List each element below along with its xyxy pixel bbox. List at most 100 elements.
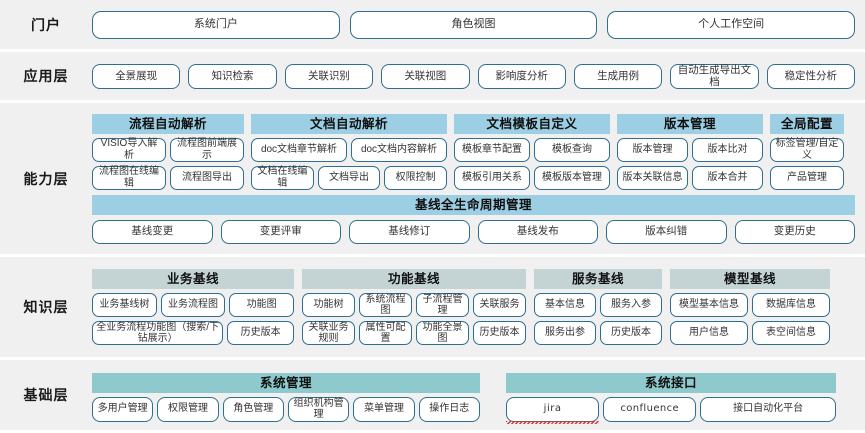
group-row: VISIO导入解析 流程图前端展示 (92, 137, 244, 162)
group-row: 功能树 系统流程图 子流程管理 关联服务 (302, 293, 526, 317)
row-body-application: 全景展现 知识检索 关联识别 关联视图 影响度分析 生成用例 自动生成导出文档 … (92, 63, 865, 89)
group-row: 模板章节配置 模板查询 (454, 137, 610, 162)
row-portal: 门户 系统门户 角色视图 个人工作空间 (0, 0, 865, 49)
knowledge-item[interactable]: 表空间信息 (752, 321, 830, 345)
knowledge-group-model: 模型基线 模型基本信息 数据库信息 用户信息 表空间信息 (670, 269, 830, 345)
baseline-item[interactable]: 基线发布 (477, 219, 598, 244)
capability-item[interactable]: 版本管理 (617, 137, 688, 162)
group-row: 版本关联信息 版本合并 (617, 165, 763, 190)
knowledge-item[interactable]: 模型基本信息 (670, 293, 748, 317)
knowledge-item[interactable]: 业务流程图 (160, 293, 226, 317)
capability-item[interactable]: 版本关联信息 (617, 165, 688, 190)
baseline-lifecycle-block: 基线全生命周期管理 基线变更 变更评审 基线修订 基线发布 版本纠错 变更历史 (92, 194, 855, 244)
capability-group-template: 文档模板自定义 模板章节配置 模板查询 模板引用关系 模板版本管理 (454, 113, 610, 190)
application-item[interactable]: 关联视图 (381, 63, 470, 89)
knowledge-item[interactable]: 关联业务规则 (302, 321, 355, 345)
group-row: 文档在线编辑 文档导出 权限控制 (251, 165, 448, 190)
application-item[interactable]: 影响度分析 (477, 63, 566, 89)
knowledge-item[interactable]: 用户信息 (670, 321, 748, 345)
portal-item[interactable]: 角色视图 (349, 10, 598, 39)
infrastructure-item-confluence[interactable]: confluence (603, 396, 697, 422)
knowledge-item[interactable]: 系统流程图 (359, 293, 412, 317)
row-label-portal: 门户 (31, 16, 61, 33)
portal-item[interactable]: 系统门户 (92, 10, 340, 39)
knowledge-item[interactable]: 功能树 (302, 293, 355, 317)
infrastructure-item[interactable]: 角色管理 (222, 396, 284, 422)
group-row: 版本管理 版本比对 (617, 137, 763, 162)
capability-item[interactable]: 模板引用关系 (454, 165, 530, 190)
capability-item[interactable]: doc文档内容解析 (351, 137, 447, 162)
application-item[interactable]: 全景展现 (92, 63, 181, 89)
baseline-item[interactable]: 变更评审 (220, 219, 341, 244)
capability-item[interactable]: VISIO导入解析 (92, 137, 166, 162)
knowledge-item[interactable]: 服务出参 (534, 321, 596, 345)
infrastructure-item[interactable]: 组织机构管理 (287, 396, 350, 422)
infrastructure-item[interactable]: 权限管理 (157, 396, 219, 422)
baseline-item[interactable]: 变更历史 (734, 219, 855, 244)
group-row: 模板引用关系 模板版本管理 (454, 165, 610, 190)
capability-item[interactable]: 模板章节配置 (454, 137, 530, 162)
capability-item[interactable]: 流程图前端展示 (170, 137, 244, 162)
knowledge-group-function: 功能基线 功能树 系统流程图 子流程管理 关联服务 关联业务规则 属性可配置 功… (302, 269, 526, 345)
group-header: 业务基线 (92, 269, 294, 289)
capability-item[interactable]: 模板版本管理 (534, 165, 610, 190)
capability-item[interactable]: doc文档章节解析 (251, 137, 347, 162)
knowledge-item[interactable]: 服务入参 (600, 293, 662, 317)
knowledge-item[interactable]: 功能图 (229, 293, 295, 317)
infrastructure-item[interactable]: 操作日志 (418, 396, 480, 422)
group-header: 系统接口 (506, 372, 836, 393)
infrastructure-item-jira[interactable]: jira (506, 396, 600, 424)
portal-item[interactable]: 个人工作空间 (607, 10, 856, 39)
capability-group-global-config: 全局配置 标签管理/自定义 产品管理 (770, 113, 844, 190)
capability-item[interactable]: 标签管理/自定义 (770, 137, 844, 162)
baseline-lifecycle-item-list: 基线变更 变更评审 基线修订 基线发布 版本纠错 变更历史 (92, 219, 855, 244)
knowledge-group-business: 业务基线 业务基线树 业务流程图 功能图 全业务流程功能图（搜索/下钻展示） 历… (92, 269, 295, 345)
capability-item[interactable]: 版本合并 (692, 165, 763, 190)
group-header: 文档自动解析 (251, 113, 447, 134)
baseline-item[interactable]: 基线变更 (92, 219, 213, 244)
baseline-item[interactable]: 基线修订 (349, 219, 470, 244)
knowledge-item[interactable]: 属性可配置 (359, 321, 412, 345)
knowledge-group-service: 服务基线 基本信息 服务入参 服务出参 历史版本 (534, 269, 662, 345)
capability-group-list: 流程自动解析 VISIO导入解析 流程图前端展示 流程图在线编辑 流程图导出 文… (92, 113, 855, 190)
row-label-application: 应用层 (23, 68, 69, 84)
knowledge-item[interactable]: 基本信息 (534, 293, 596, 317)
infrastructure-item[interactable]: 菜单管理 (353, 396, 415, 422)
portal-item-list: 系统门户 角色视图 个人工作空间 (92, 10, 856, 39)
application-item[interactable]: 生成用例 (573, 63, 663, 89)
application-item[interactable]: 关联识别 (284, 63, 374, 89)
application-item[interactable]: 稳定性分析 (766, 63, 855, 89)
knowledge-item[interactable]: 关联服务 (473, 293, 526, 317)
capability-item[interactable]: 流程图在线编辑 (92, 165, 166, 190)
application-item[interactable]: 知识检索 (188, 63, 277, 89)
infrastructure-group-system-management: 系统管理 多用户管理 权限管理 角色管理 组织机构管理 菜单管理 操作日志 (92, 372, 480, 422)
capability-item[interactable]: 产品管理 (770, 165, 844, 190)
capability-item[interactable]: 版本比对 (692, 137, 763, 162)
baseline-item[interactable]: 版本纠错 (606, 219, 727, 244)
capability-item[interactable]: 权限控制 (384, 165, 448, 190)
knowledge-item[interactable]: 数据库信息 (752, 293, 830, 317)
infrastructure-item[interactable]: 接口自动化平台 (700, 396, 836, 422)
knowledge-item[interactable]: 全业务流程功能图（搜索/下钻展示） (92, 321, 224, 345)
capability-item[interactable]: 流程图导出 (170, 165, 244, 190)
capability-item[interactable]: 文档在线编辑 (251, 165, 314, 190)
knowledge-item[interactable]: 功能全景图 (416, 321, 469, 345)
row-knowledge: 知识层 业务基线 业务基线树 业务流程图 功能图 全业务流程功能图（搜索/下钻展… (0, 257, 865, 357)
group-row: 标签管理/自定义 (770, 137, 844, 162)
knowledge-item[interactable]: 历史版本 (473, 321, 526, 345)
knowledge-item[interactable]: 子流程管理 (416, 293, 469, 317)
application-item-list: 全景展现 知识检索 关联识别 关联视图 影响度分析 生成用例 自动生成导出文档 … (92, 63, 855, 89)
infrastructure-item[interactable]: 多用户管理 (92, 396, 154, 422)
row-body-capability: 流程自动解析 VISIO导入解析 流程图前端展示 流程图在线编辑 流程图导出 文… (92, 113, 865, 244)
capability-group-flow: 流程自动解析 VISIO导入解析 流程图前端展示 流程图在线编辑 流程图导出 (92, 113, 244, 190)
group-row: 多用户管理 权限管理 角色管理 组织机构管理 菜单管理 操作日志 (92, 396, 480, 422)
knowledge-item[interactable]: 历史版本 (600, 321, 662, 345)
capability-item[interactable]: 文档导出 (317, 165, 381, 190)
capability-item[interactable]: 模板查询 (534, 137, 610, 162)
knowledge-item[interactable]: 历史版本 (227, 321, 294, 345)
knowledge-item[interactable]: 业务基线树 (92, 293, 157, 317)
group-header: 系统管理 (92, 372, 480, 393)
application-item[interactable]: 自动生成导出文档 (670, 63, 759, 89)
row-body-infrastructure: 系统管理 多用户管理 权限管理 角色管理 组织机构管理 菜单管理 操作日志 系统… (92, 369, 865, 424)
